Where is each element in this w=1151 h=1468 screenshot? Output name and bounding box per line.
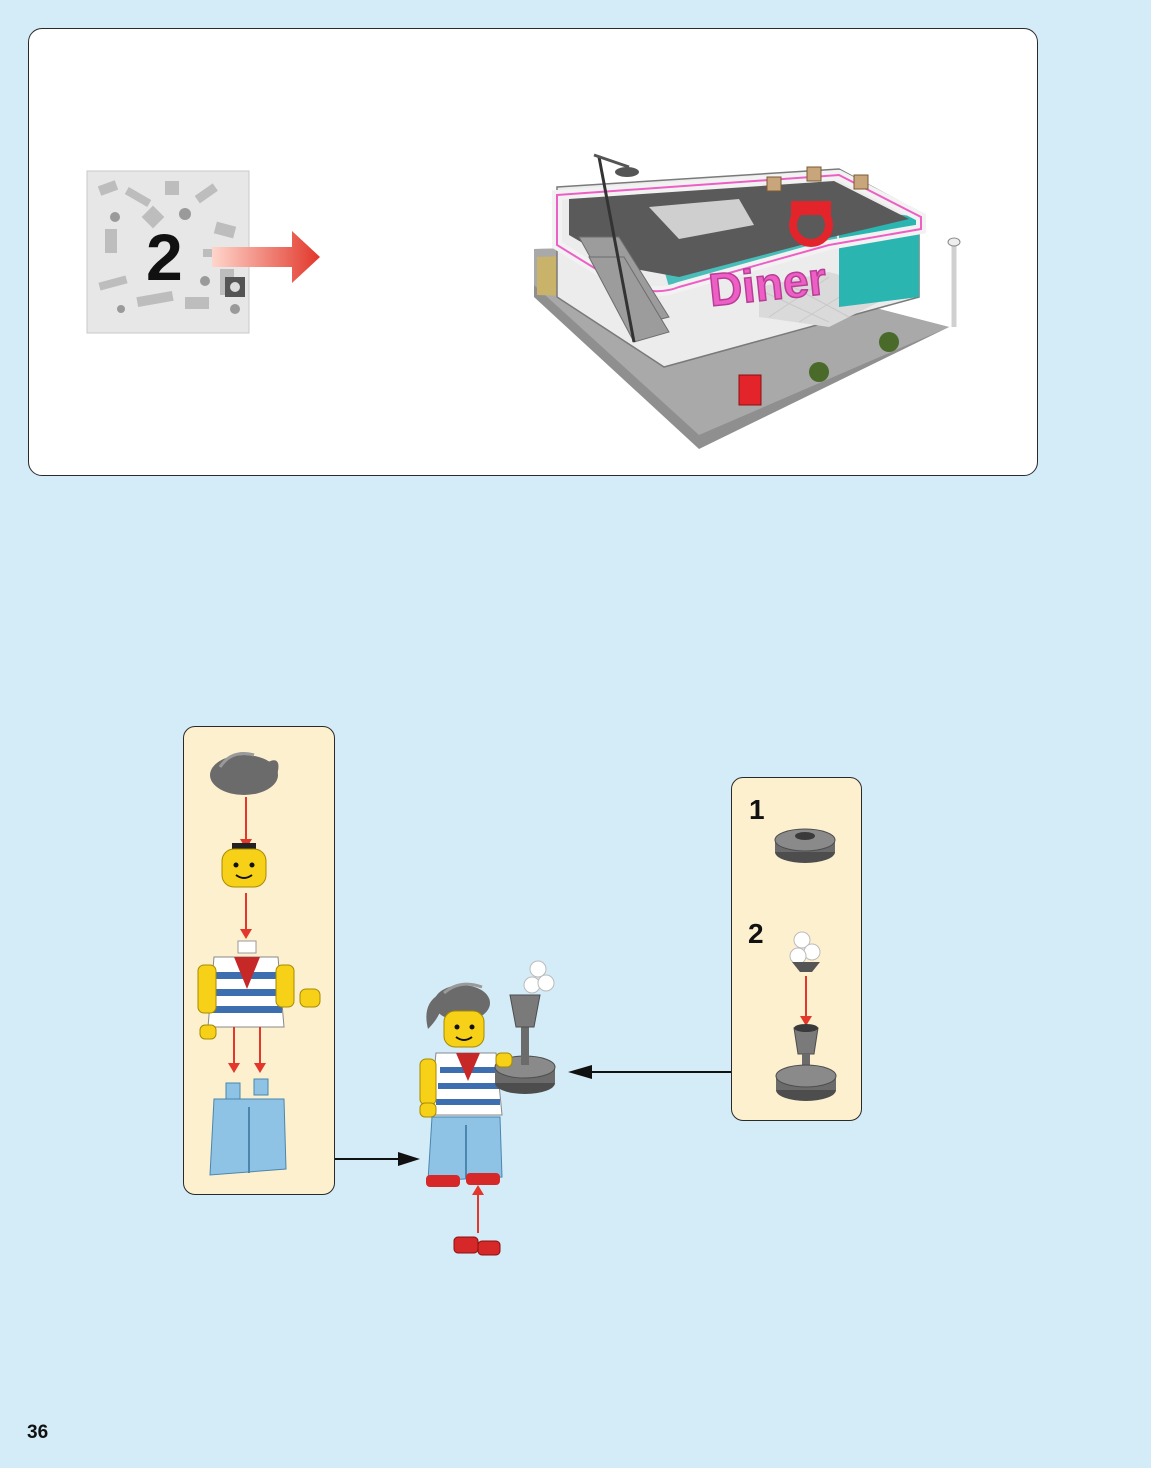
accessory-assembly-panel: 1 2 — [731, 777, 862, 1121]
round-plate-image — [774, 828, 836, 863]
parts-bag-image — [86, 170, 250, 334]
minifig-torso-image — [197, 940, 321, 1040]
minifig-head-image — [221, 843, 267, 888]
minifig-assembly-panel — [183, 726, 335, 1195]
bag-step-panel: 2 — [28, 28, 1038, 476]
diner-model-image: Diner — [534, 153, 961, 449]
minifig-legs-image — [209, 1078, 287, 1176]
next-step-arrow — [212, 231, 320, 283]
assembled-minifig-image — [419, 960, 556, 1256]
bag-number: 2 — [146, 220, 183, 294]
step-number-1: 1 — [749, 794, 765, 825]
step-number-2: 2 — [748, 918, 764, 949]
page-number: 36 — [27, 1422, 49, 1443]
hair-piece-image — [210, 752, 279, 795]
ice-cream-scoops-image — [789, 931, 821, 972]
minifig-parts-stack — [197, 752, 321, 1176]
goblet-on-plate-image — [775, 1024, 837, 1101]
accessory-parts — [774, 828, 837, 1101]
